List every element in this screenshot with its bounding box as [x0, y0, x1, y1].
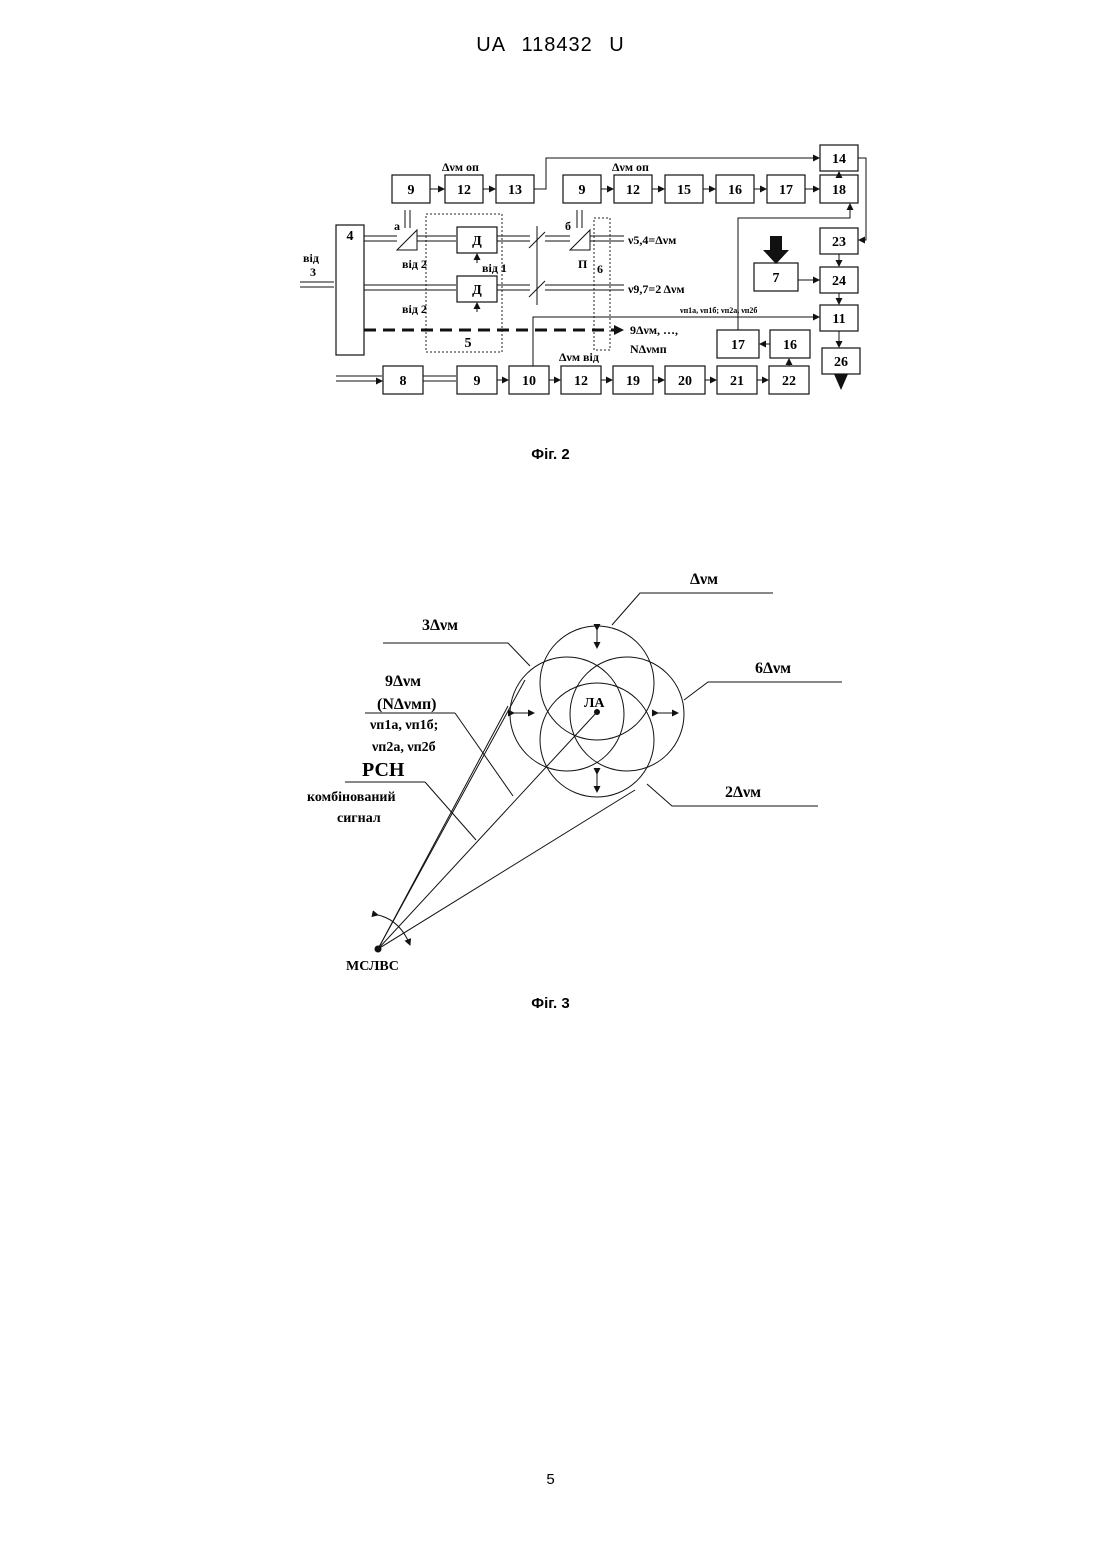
- fig2-block-15-label: 15: [677, 183, 691, 198]
- fig3-label-nu1: νп1а, νп1б;: [369, 718, 438, 733]
- fig2-block-26-label: 26: [834, 355, 848, 370]
- fig2-block-7-label: 7: [773, 271, 780, 286]
- fig2-block-12a-label: 12: [457, 183, 471, 198]
- fig3-label-dnu6: 6Δνм: [755, 660, 791, 677]
- fig2-block-16a-label: 16: [728, 183, 742, 198]
- fig2-block-9c-label: 9: [474, 374, 481, 389]
- fig2-label-p: П: [578, 257, 588, 271]
- fig2-block-20-label: 20: [678, 374, 692, 389]
- fig3-label-combined-1: комбінований: [307, 790, 396, 805]
- fig2-block-22-label: 22: [782, 374, 796, 389]
- fig2-label-a: а: [394, 219, 400, 233]
- fig2-block-d1-label: Д: [472, 234, 482, 249]
- fig2-label-dnu-op-1: Δνм оп: [442, 160, 479, 174]
- fig2-block-21-label: 21: [730, 374, 744, 389]
- fig2-label-n9: 9Δνм, …,: [630, 323, 678, 337]
- fig3-label-ndnu: (NΔνмп): [377, 696, 437, 713]
- fig2-block-18-label: 18: [832, 183, 846, 198]
- fig2-block-17b-label: 17: [731, 338, 745, 353]
- fig3-label-nu2: νп2а, νп2б: [371, 740, 436, 755]
- fig2-input-label-a: від: [303, 251, 319, 265]
- fig2-label-nu-list: νп1а, νп1б; νп2а, νп2б: [679, 306, 757, 315]
- fig3-label-dnu3: 3Δνм: [422, 617, 458, 634]
- fig2-label-b: б: [565, 219, 571, 233]
- fig2-block-8-label: 8: [400, 374, 407, 389]
- fig2-label-vid1: від 1: [482, 261, 507, 275]
- fig2-block-4: [336, 225, 364, 355]
- fig2-block-5-label: 5: [465, 336, 472, 351]
- fig2-label-nn: NΔνмп: [630, 342, 667, 356]
- fig3-caption: Фіг. 3: [0, 995, 1101, 1012]
- fig3-label-combined-2: сигнал: [337, 811, 381, 826]
- fig2-block-24-label: 24: [832, 274, 846, 289]
- fig3-label-dnu9: 9Δνм: [385, 673, 421, 690]
- fig2-block-17a-label: 17: [779, 183, 793, 198]
- fig2-block-23-label: 23: [832, 235, 846, 250]
- fig2-label-dnu-vid: Δνм від: [559, 350, 599, 364]
- fig2-label-nu97: ν9,7=2 Δνм: [627, 282, 685, 296]
- fig2-block-10-label: 10: [522, 374, 536, 389]
- fig2-block-diagram: 4 від 3 9 12 13 Δνм оп 9 12 15 16 17 18 …: [300, 145, 866, 394]
- page-number: 5: [0, 1471, 1101, 1488]
- fig2-input-arrow: [300, 282, 334, 287]
- fig3-label-la: ЛА: [584, 696, 605, 711]
- fig3-circle-left: [510, 657, 624, 771]
- fig2-block-13-label: 13: [508, 183, 522, 198]
- fig2-block-19-label: 19: [626, 374, 640, 389]
- fig2-block-7-input-arrow: [763, 236, 789, 264]
- fig2-label-dnu-op-2: Δνм оп: [612, 160, 649, 174]
- fig3-circle-right: [570, 657, 684, 771]
- fig2-input-label-b: 3: [310, 265, 316, 279]
- fig3-label-dnu: Δνм: [690, 571, 718, 588]
- fig2-block-12b-label: 12: [626, 183, 640, 198]
- fig2-block-14-label: 14: [832, 152, 846, 167]
- fig3-diagram: ЛА МСЛВС Δνм 3Δνм 6Δνм 2Δνм 9Δνм (NΔνмп)…: [307, 571, 842, 974]
- fig2-block-d2-label: Д: [472, 283, 482, 298]
- fig2-label-vid2-b: від 2: [402, 302, 427, 316]
- fig3-label-mslvs: МСЛВС: [346, 959, 399, 974]
- fig3-label-rsn: РСН: [362, 759, 405, 781]
- fig3-label-dnu2: 2Δνм: [725, 784, 761, 801]
- fig2-block-9a-label: 9: [408, 183, 415, 198]
- fig2-block-12c-label: 12: [574, 374, 588, 389]
- fig2-block-4-label: 4: [347, 229, 354, 244]
- fig2-label-vid2-a: від 2: [402, 257, 427, 271]
- fig2-block-9b-label: 9: [579, 183, 586, 198]
- fig2-block-11-label: 11: [832, 312, 845, 327]
- fig2-block-16b-label: 16: [783, 338, 797, 353]
- fig2-label-nu54: ν5,4=Δνм: [627, 233, 676, 247]
- fig2-block-6-label: 6: [597, 262, 603, 276]
- fig2-caption: Фіг. 2: [0, 446, 1101, 463]
